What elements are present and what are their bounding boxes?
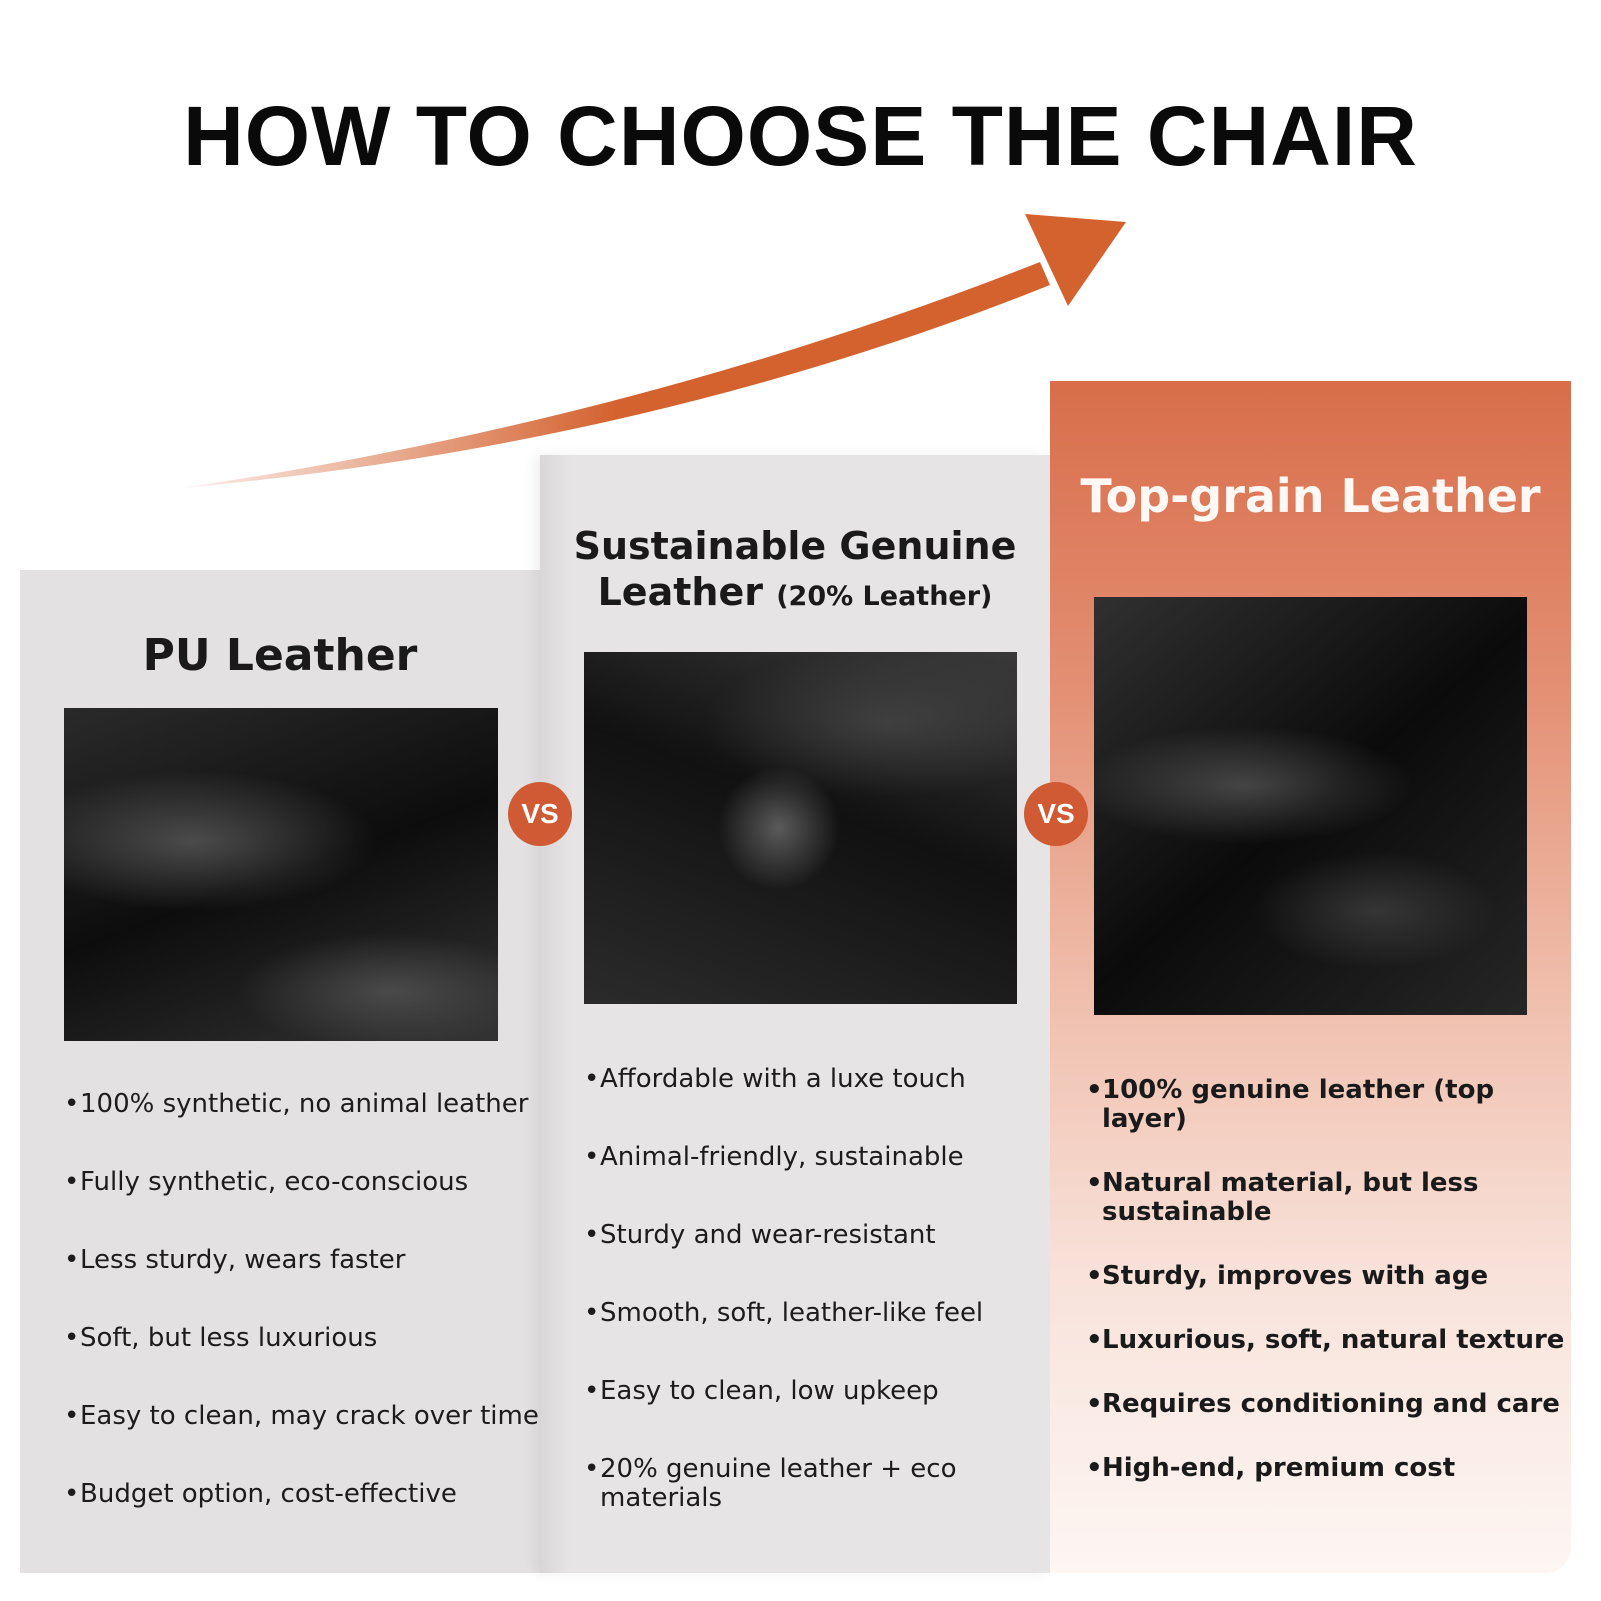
pu-leather-image (64, 708, 498, 1041)
vs-badge: VS (508, 782, 572, 846)
upward-arrow-icon (182, 214, 1126, 488)
list-item: Sturdy and wear-resistant (584, 1221, 983, 1251)
list-item: 100% genuine leather (top layer) (1086, 1076, 1571, 1134)
list-item: Animal-friendly, sustainable (584, 1143, 983, 1173)
panel-title: Sustainable Genuine Leather (20% Leather… (540, 523, 1050, 620)
genuine-leather-image (584, 652, 1017, 1004)
vs-badge: VS (1024, 782, 1088, 846)
list-item: Budget option, cost-effective (64, 1480, 539, 1510)
list-item: Smooth, soft, leather-like feel (584, 1299, 983, 1329)
panel-sustainable-genuine-leather: Sustainable Genuine Leather (20% Leather… (540, 455, 1050, 1573)
panel-title: PU Leather (142, 630, 418, 681)
panel-title: Top-grain Leather (1080, 469, 1541, 523)
list-item: Easy to clean, may crack over time (64, 1402, 539, 1432)
list-item: Natural material, but less sustainable (1086, 1169, 1482, 1227)
panel-subtitle: (20% Leather) (776, 581, 993, 612)
top-grain-leather-image (1094, 597, 1527, 1015)
page-title: HOW TO CHOOSE THE CHAIR (183, 89, 1418, 183)
list-item: 100% synthetic, no animal leather (64, 1090, 539, 1120)
list-item: Requires conditioning and care (1086, 1390, 1571, 1420)
title-line-2: Leather (597, 570, 763, 614)
list-item: Less sturdy, wears faster (64, 1246, 539, 1276)
list-item: 20% genuine leather + eco materials (584, 1455, 980, 1513)
feature-list: 100% synthetic, no animal leather Fully … (64, 1090, 539, 1558)
title-line-1: Sustainable Genuine (573, 524, 1017, 568)
panel-pu-leather: PU Leather 100% synthetic, no animal lea… (20, 570, 540, 1573)
list-item: Fully synthetic, eco-conscious (64, 1168, 539, 1198)
panel-top-grain-leather: Top-grain Leather 100% genuine leather (… (1050, 381, 1571, 1573)
list-item: High-end, premium cost (1086, 1454, 1571, 1484)
list-item: Luxurious, soft, natural texture (1086, 1326, 1571, 1356)
feature-list: 100% genuine leather (top layer) Natural… (1086, 1076, 1571, 1518)
list-item: Affordable with a luxe touch (584, 1065, 983, 1095)
list-item: Soft, but less luxurious (64, 1324, 539, 1354)
feature-list: Affordable with a luxe touch Animal-frie… (584, 1065, 983, 1562)
list-item: Easy to clean, low upkeep (584, 1377, 983, 1407)
list-item: Sturdy, improves with age (1086, 1262, 1571, 1292)
